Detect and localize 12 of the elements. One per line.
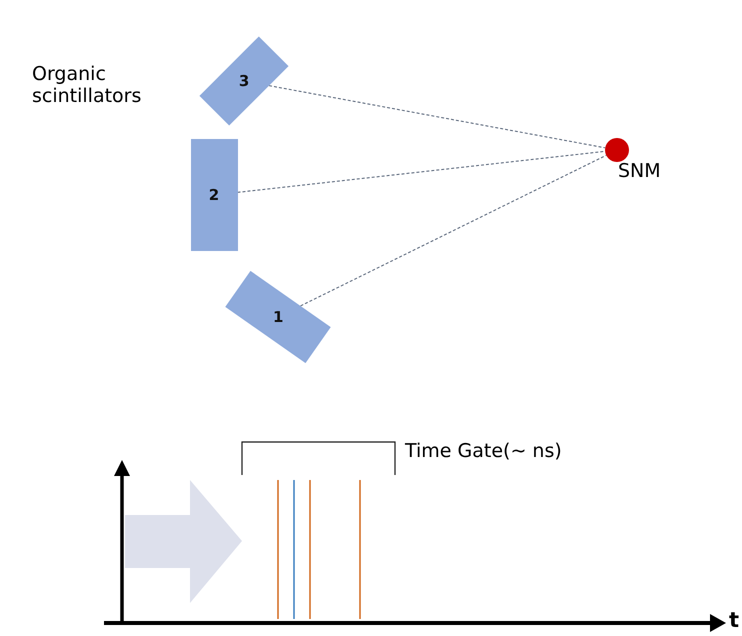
sight-line [300,154,607,306]
source-label: SNM [618,160,661,182]
time-gate-label: Time Gate(~ ns) [405,440,562,462]
detector-number: 3 [238,72,250,90]
detector-number: 2 [208,186,220,204]
scintillator-detector [190,139,238,251]
axis-label: t [729,608,740,632]
detector-number: 1 [272,308,284,326]
sight-line [268,85,606,148]
source-dot [605,138,629,162]
detector-group-label: Organic scintillators [32,64,142,108]
sight-line [237,150,606,193]
